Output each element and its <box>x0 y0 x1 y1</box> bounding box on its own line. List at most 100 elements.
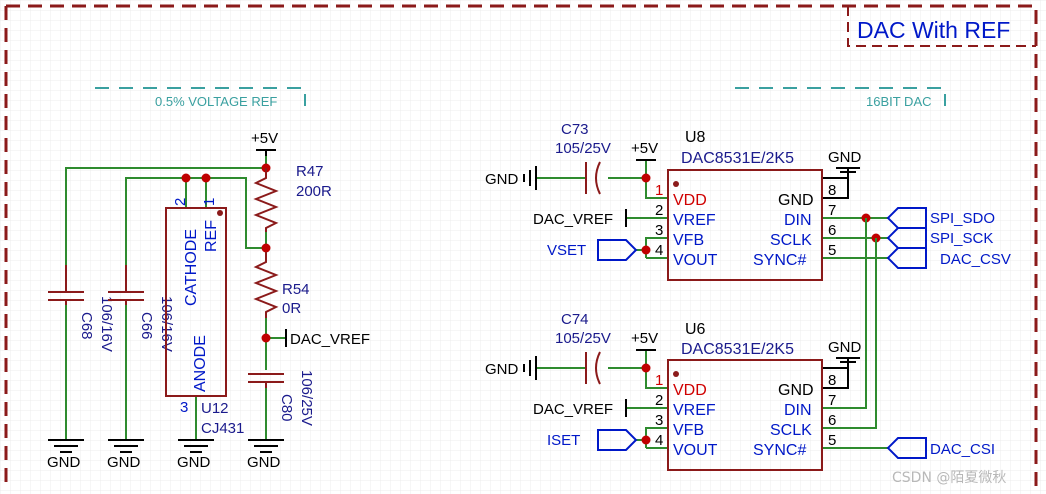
u12-pin2: 2 <box>172 198 189 206</box>
u12-anode-label: ANODE <box>192 335 209 392</box>
gnd-label-u12: GND <box>177 454 211 471</box>
c80-ref: C80 <box>278 394 295 422</box>
u8-net-dac-csv: DAC_CSV <box>940 251 1011 268</box>
u8-pinnum-8: 8 <box>828 182 836 199</box>
u12-ref-label: REF <box>203 220 220 252</box>
port-dac-csi <box>886 437 927 459</box>
u6-pin-vout: VOUT <box>673 442 718 459</box>
capacitor-c74 <box>585 351 601 385</box>
u6-pinnum-8: 8 <box>828 372 836 389</box>
u6-pin-vfb: VFB <box>673 422 704 439</box>
u12-pin1: 1 <box>201 198 218 206</box>
u6-pinnum-6: 6 <box>828 412 836 429</box>
gnd-label-u6-cap: GND <box>485 361 519 378</box>
u6-pin-vdd: VDD <box>673 382 707 399</box>
u6-pin-sclk: SCLK <box>770 422 812 439</box>
dac-u6-wires <box>536 350 888 449</box>
ic-u8 <box>667 169 823 281</box>
r54-ref: R54 <box>282 281 310 298</box>
r47-ref: R47 <box>296 163 324 180</box>
vcc-symbol <box>256 149 276 156</box>
gnd-symbols-left <box>48 439 284 453</box>
u8-value: DAC8531E/2K5 <box>681 150 794 167</box>
u8-pinnum-4: 4 <box>655 242 663 259</box>
c73-ref: C73 <box>561 121 589 138</box>
dac-u6-junctions <box>641 363 651 445</box>
c66-ref: C66 <box>138 312 155 340</box>
watermark: CSDN @陌夏微秋 <box>892 470 1006 486</box>
port-spi-sck <box>886 227 927 249</box>
ref-vcc-label: +5V <box>251 130 278 147</box>
u6-pinnum-3: 3 <box>655 412 663 429</box>
sheet-title: DAC With REF <box>857 17 1010 43</box>
gnd-symbol-u8 <box>523 166 537 190</box>
u6-net-iset: ISET <box>547 432 580 449</box>
gnd-label-u6-right: GND <box>828 339 862 356</box>
gnd-label-c68: GND <box>47 454 81 471</box>
resistor-r47 <box>253 168 279 232</box>
gnd-symbol-u6 <box>523 356 537 380</box>
gnd-symbol-u6-right <box>836 357 860 368</box>
r47-value: 200R <box>296 183 332 200</box>
u8-net-vset: VSET <box>547 242 586 259</box>
ic-u12 <box>165 207 227 397</box>
port-spi-sdo <box>886 207 927 229</box>
u8-net-dac-vref: DAC_VREF <box>533 211 613 228</box>
u6-pin-sync: SYNC# <box>753 442 806 459</box>
spi-bus-wires <box>822 218 877 429</box>
u8-vcc-label: +5V <box>631 140 658 157</box>
u6-net-dac-vref: DAC_VREF <box>533 401 613 418</box>
u6-pinnum-5: 5 <box>828 432 836 449</box>
gnd-label-u8-cap: GND <box>485 171 519 188</box>
u6-pinnum-4: 4 <box>655 432 663 449</box>
u8-pinnum-3: 3 <box>655 222 663 239</box>
section-dac-label: 16BIT DAC <box>866 94 932 109</box>
capacitor-c66 <box>108 265 144 305</box>
u6-pinnum-7: 7 <box>828 392 836 409</box>
ic-u6 <box>667 359 823 471</box>
gnd-label-u8-right: GND <box>828 149 862 166</box>
u8-pinnum-2: 2 <box>655 202 663 219</box>
u12-cathode-label: CATHODE <box>183 229 200 306</box>
u6-pinnum-2: 2 <box>655 392 663 409</box>
u8-ref: U8 <box>685 129 706 146</box>
section-ref-label: 0.5% VOLTAGE REF <box>155 94 277 109</box>
u6-vcc-label: +5V <box>631 330 658 347</box>
u8-pinnum-6: 6 <box>828 222 836 239</box>
u12-value: CJ431 <box>201 420 244 437</box>
u8-pin-gnd: GND <box>778 192 814 209</box>
c80-value: 106/25V <box>298 370 315 426</box>
section-ref-header: 0.5% VOLTAGE REF <box>95 87 306 109</box>
u6-value: DAC8531E/2K5 <box>681 341 794 358</box>
u6-pin-vref: VREF <box>673 402 716 419</box>
u8-pin-vout: VOUT <box>673 252 718 269</box>
u8-pin-sync: SYNC# <box>753 252 806 269</box>
section-dac-header: 16BIT DAC <box>735 87 946 109</box>
c68-value: 106/16V <box>98 296 115 352</box>
c74-ref: C74 <box>561 311 589 328</box>
ref-net-dac-vref: DAC_VREF <box>290 331 370 348</box>
r54-value: 0R <box>282 300 301 317</box>
gnd-symbol-u8-right <box>836 167 860 178</box>
capacitor-c68 <box>48 265 84 305</box>
u8-pin-vdd: VDD <box>673 192 707 209</box>
ref-junctions <box>181 163 271 343</box>
u8-pinnum-5: 5 <box>828 242 836 259</box>
u8-pin-vfb: VFB <box>673 232 704 249</box>
capacitor-c80 <box>248 373 284 388</box>
u6-ref: U6 <box>685 321 706 338</box>
port-dac-csv <box>886 247 927 269</box>
c68-ref: C68 <box>78 312 95 340</box>
u12-ref: U12 <box>201 400 229 417</box>
resistor-r54 <box>253 252 279 318</box>
net-spi-sck: SPI_SCK <box>930 230 993 247</box>
u8-pinnum-1: 1 <box>655 182 663 199</box>
sheet-frame <box>4 4 1038 490</box>
u12-pin3: 3 <box>180 399 188 416</box>
u6-pin-din: DIN <box>784 402 812 419</box>
u8-pin-sclk: SCLK <box>770 232 812 249</box>
u8-pin-vref: VREF <box>673 212 716 229</box>
u8-pinnum-7: 7 <box>828 202 836 219</box>
c74-value: 105/25V <box>555 330 611 347</box>
u6-pin-gnd: GND <box>778 382 814 399</box>
